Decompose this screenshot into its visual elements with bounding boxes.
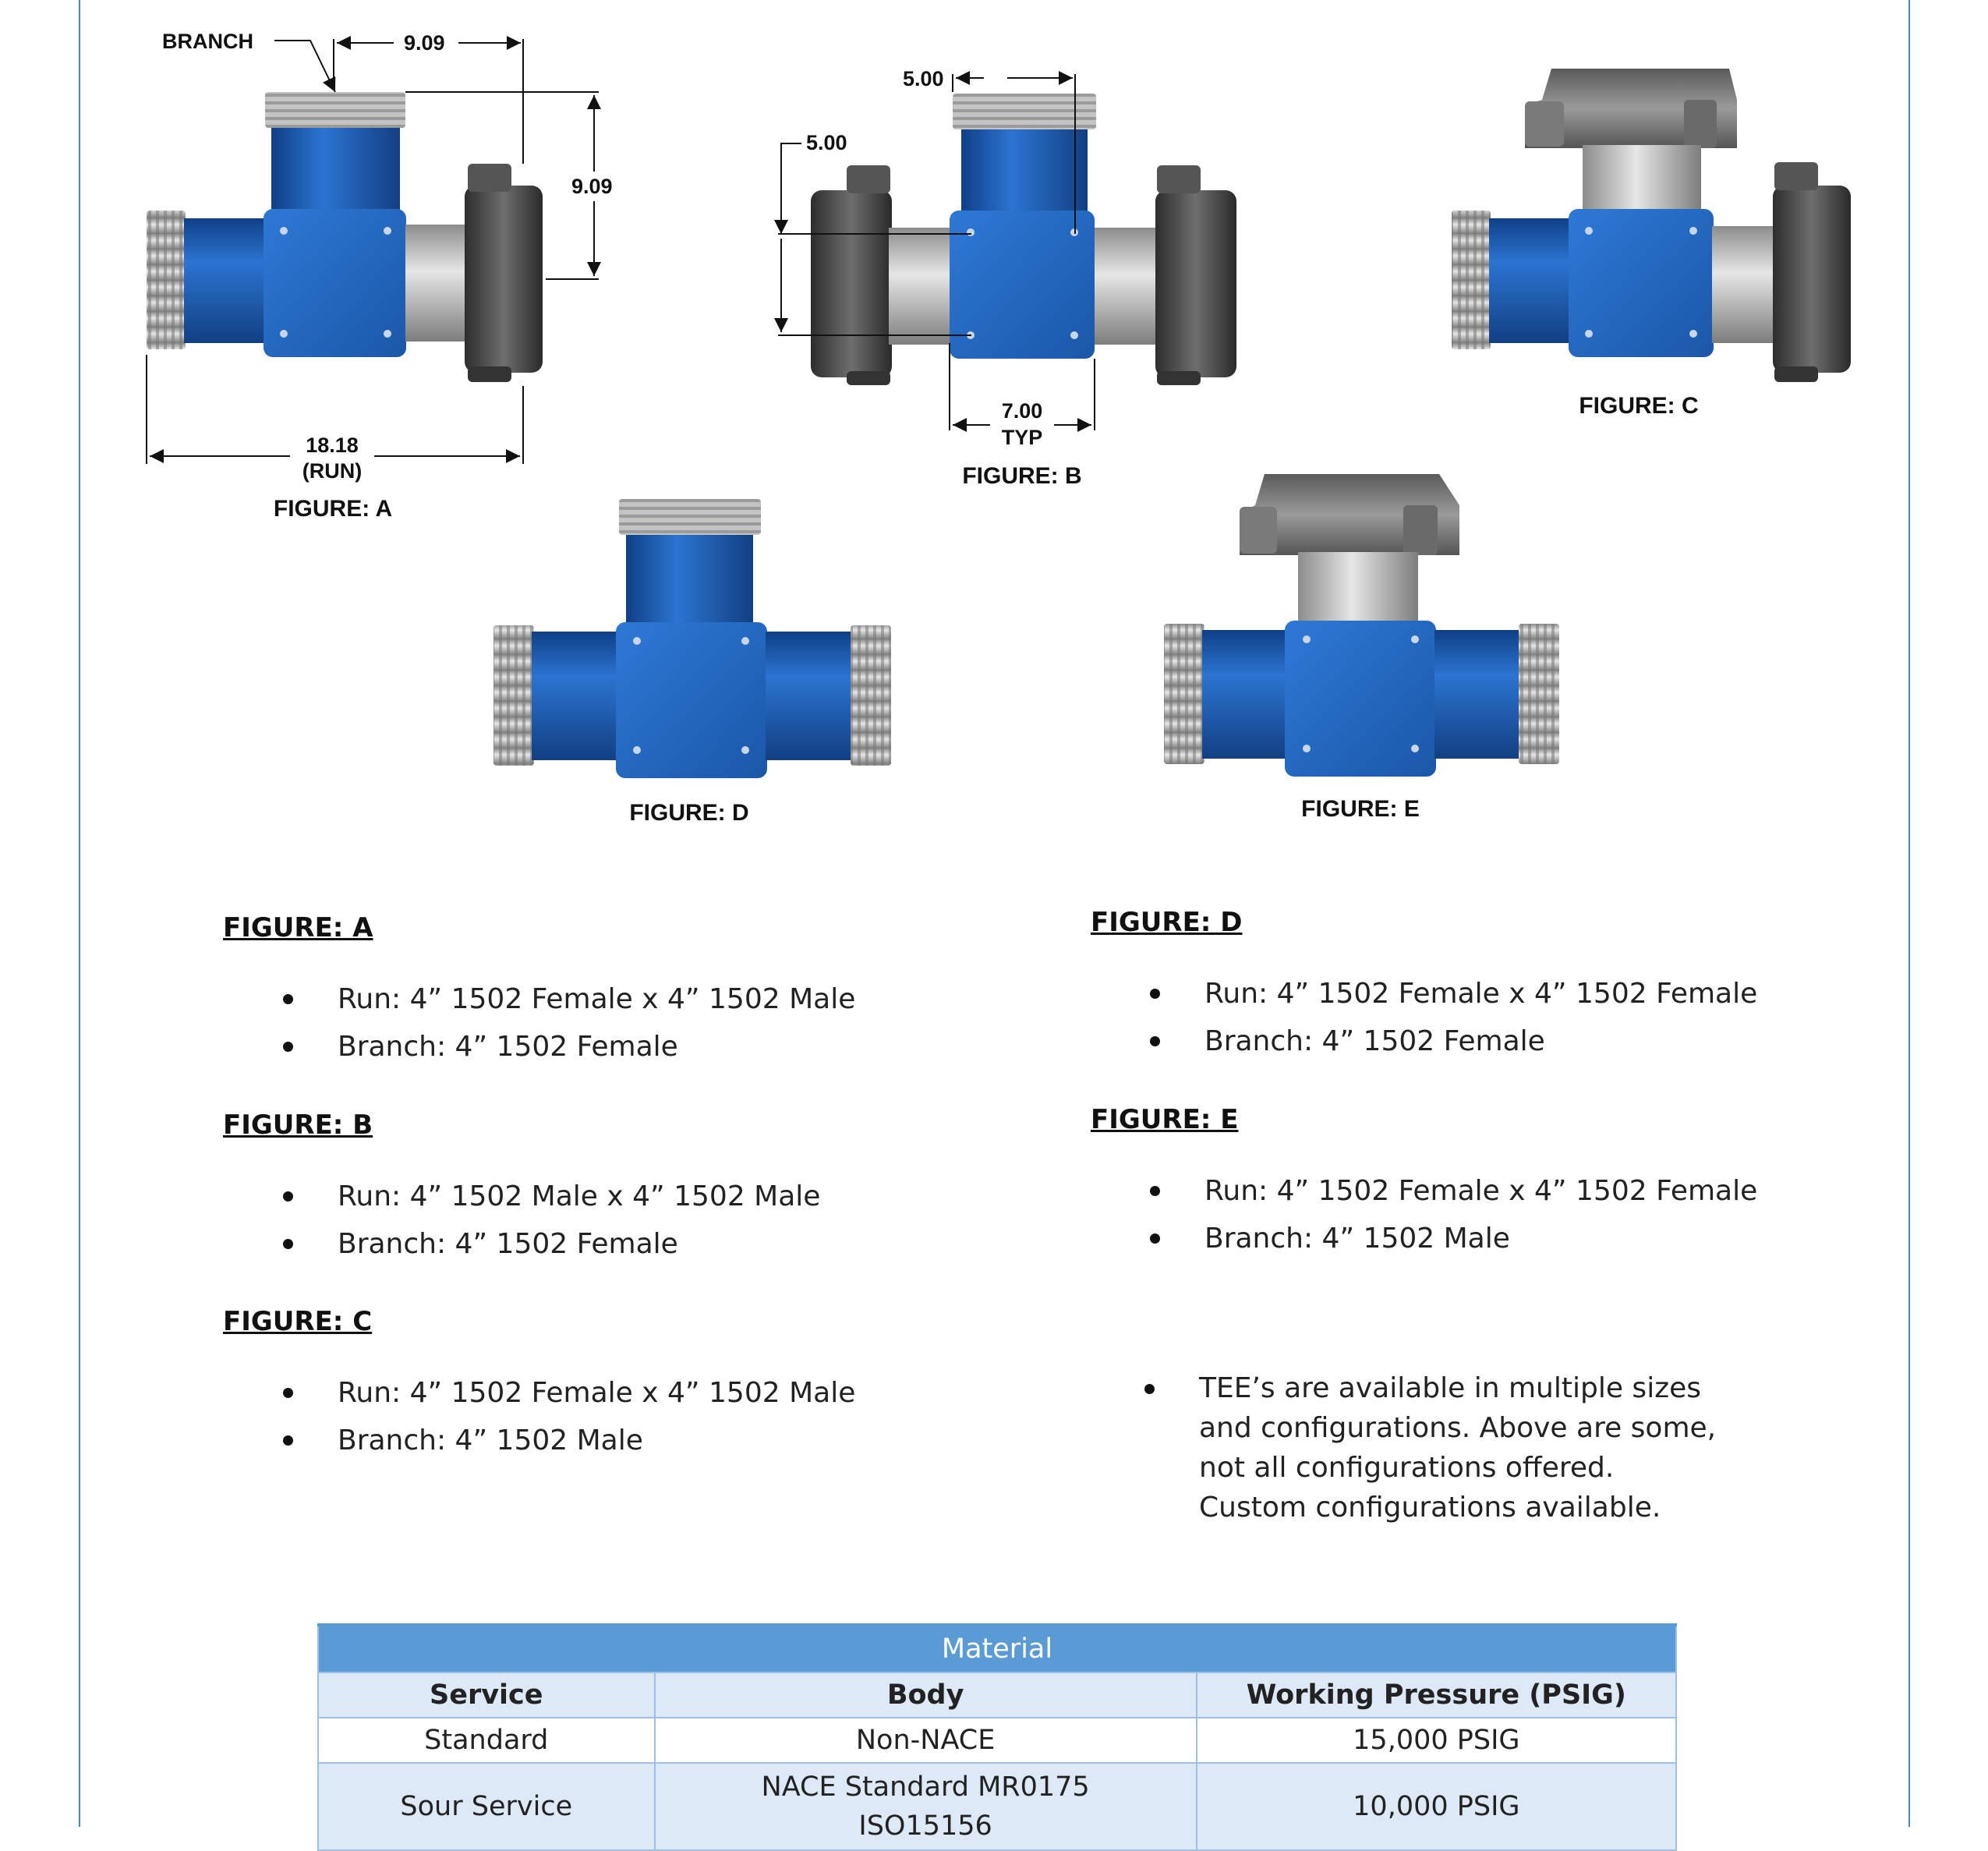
note-text: TEE’s are available in multiple sizes an… (1144, 1368, 1729, 1527)
dim-a-run-value: 18.18 (306, 434, 359, 457)
column-header-service: Service (317, 1672, 656, 1718)
page-border-left (79, 0, 80, 1827)
dim-a-run-note: (RUN) (302, 459, 362, 483)
figure-c-image: FIGURE: C (1452, 69, 1851, 419)
figure-b-label: FIGURE: B (962, 463, 1081, 489)
list-item: Run: 4” 1502 Male x 4” 1502 Male (283, 1173, 820, 1220)
figure-a-dimensions: BRANCH 9.09 9.09 18.18 (RUN) FIGURE: A (146, 30, 613, 522)
figure-e-label: FIGURE: E (1301, 796, 1420, 822)
cell-service: Standard (317, 1717, 656, 1764)
column-header-body: Body (653, 1672, 1197, 1718)
tee-figures-drawing: BRANCH 9.09 9.09 18.18 (RUN) FIGURE: A (146, 30, 1851, 826)
dim-b-bottom-note: TYP (1002, 426, 1043, 449)
cell-body-line1: NACE Standard MR0175 (761, 1771, 1090, 1803)
section-d-title: FIGURE: D (1091, 907, 1243, 938)
cell-service: Sour Service (317, 1762, 656, 1851)
section-c-list: Run: 4” 1502 Female x 4” 1502 Male Branc… (283, 1369, 855, 1464)
list-item: Run: 4” 1502 Female x 4” 1502 Male (283, 975, 855, 1023)
column-header-pressure: Working Pressure (PSIG) (1195, 1672, 1678, 1718)
list-item: Branch: 4” 1502 Male (283, 1417, 855, 1464)
dim-b-top: 5.00 (903, 67, 944, 90)
figure-a-image (147, 92, 543, 382)
figure-c-label: FIGURE: C (1579, 393, 1698, 419)
section-c-title: FIGURE: C (223, 1306, 373, 1337)
table-row: Standard Non-NACE 15,000 PSIG (317, 1717, 1678, 1764)
dim-a-right: 9.09 (571, 175, 613, 198)
section-b-title: FIGURE: B (223, 1110, 373, 1141)
page-border-right (1908, 0, 1910, 1827)
dim-branch-label: BRANCH (162, 30, 253, 53)
figure-e-image: FIGURE: E (1164, 474, 1559, 822)
table-row: Sour Service NACE Standard MR0175 ISO151… (317, 1762, 1678, 1851)
section-e-title: FIGURE: E (1091, 1104, 1239, 1135)
list-item: Branch: 4” 1502 Male (1150, 1215, 1757, 1262)
list-item: Branch: 4” 1502 Female (1150, 1018, 1757, 1065)
dim-b-left: 5.00 (806, 131, 847, 154)
dim-b-bottom: 7.00 (1002, 399, 1043, 423)
cell-pressure: 15,000 PSIG (1195, 1717, 1678, 1764)
figure-b-image (811, 94, 1236, 385)
figure-d-image: FIGURE: D (493, 499, 891, 826)
list-item: Run: 4” 1502 Female x 4” 1502 Female (1150, 1167, 1757, 1215)
cell-body: NACE Standard MR0175 ISO15156 (653, 1762, 1197, 1851)
list-item: Run: 4” 1502 Female x 4” 1502 Male (283, 1369, 855, 1417)
figure-a-label: FIGURE: A (274, 496, 392, 522)
list-item: Branch: 4” 1502 Female (283, 1220, 820, 1268)
dim-a-top: 9.09 (404, 31, 445, 55)
configuration-note: TEE’s are available in multiple sizes an… (1144, 1368, 1729, 1527)
cell-pressure: 10,000 PSIG (1195, 1762, 1678, 1851)
cell-body-line2: ISO15156 (858, 1810, 992, 1842)
figure-b-dimensions: 5.00 5.00 7.00 TYP FIGURE: B (774, 67, 1095, 489)
cell-body: Non-NACE (653, 1717, 1197, 1764)
section-a-list: Run: 4” 1502 Female x 4” 1502 Male Branc… (283, 975, 855, 1071)
list-item: Run: 4” 1502 Female x 4” 1502 Female (1150, 970, 1757, 1018)
table-title: Material (317, 1623, 1677, 1673)
section-d-list: Run: 4” 1502 Female x 4” 1502 Female Bra… (1150, 970, 1757, 1065)
section-e-list: Run: 4” 1502 Female x 4” 1502 Female Bra… (1150, 1167, 1757, 1262)
list-item: Branch: 4” 1502 Female (283, 1023, 855, 1071)
material-table: Material Service Body Working Pressure (… (317, 1623, 1678, 1851)
figure-d-label: FIGURE: D (629, 800, 748, 826)
section-a-title: FIGURE: A (223, 912, 373, 943)
section-b-list: Run: 4” 1502 Male x 4” 1502 Male Branch:… (283, 1173, 820, 1268)
